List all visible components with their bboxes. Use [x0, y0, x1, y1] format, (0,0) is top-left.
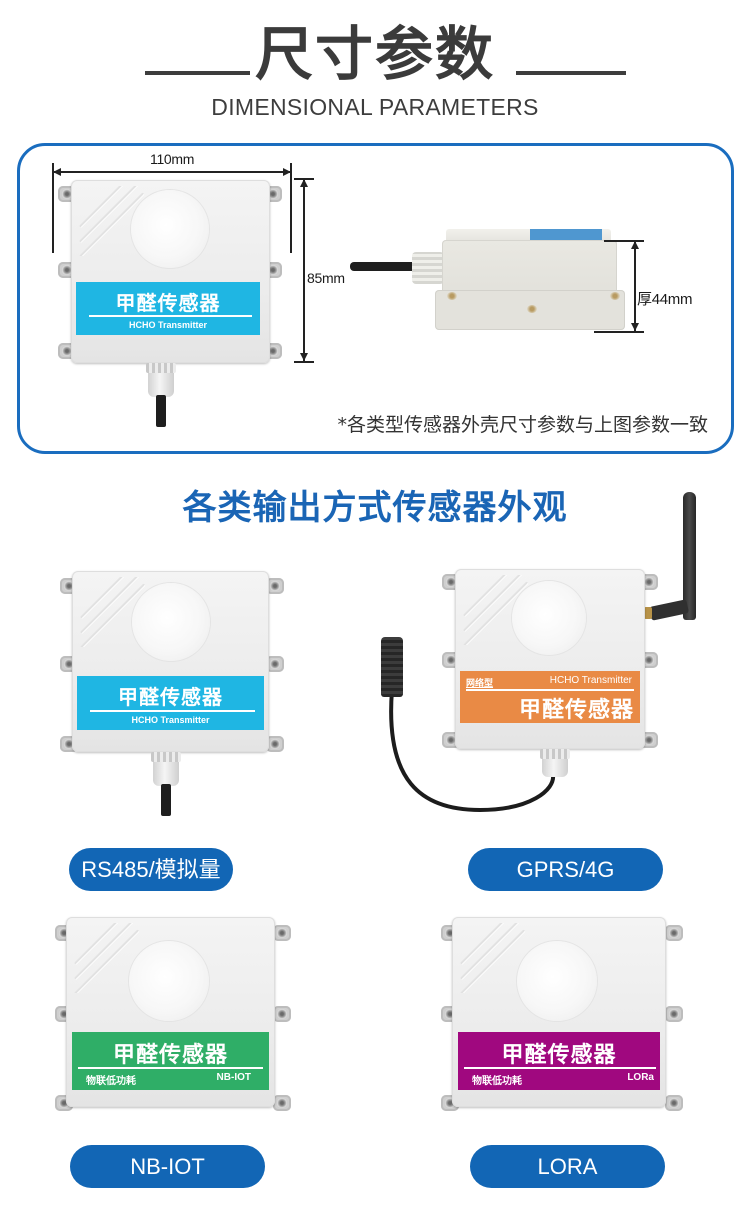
arrow-up-icon — [300, 179, 308, 187]
height-dimension-line — [303, 179, 305, 361]
thickness-dimension-label: 厚44mm — [637, 291, 693, 308]
sensor-enclosure: 甲醛传感器 HCHO Transmitter — [72, 571, 269, 752]
page-header: 尺寸参数 — [0, 14, 750, 94]
mount-screw-icon — [665, 1006, 683, 1022]
arrow-left-icon — [53, 168, 61, 176]
thickness-tick-bottom — [594, 331, 644, 333]
arrow-right-icon — [283, 168, 291, 176]
cable-gland — [540, 749, 570, 777]
sensor-enclosure: 甲醛传感器 物联低功耗 NB-IOT — [66, 917, 275, 1107]
mount-screw-icon — [273, 1095, 291, 1111]
sensor-window — [512, 581, 586, 655]
mount-screw-icon — [665, 925, 683, 941]
height-tick-bottom — [294, 361, 314, 363]
sensor-enclosure: 网络型 HCHO Transmitter 甲醛传感器 — [455, 569, 645, 749]
variant-pill-gprs[interactable]: GPRS/4G — [468, 848, 663, 891]
page-subtitle: DIMENSIONAL PARAMETERS — [211, 94, 539, 120]
arrow-down-icon — [300, 353, 308, 361]
mount-screw-icon — [665, 1095, 683, 1111]
sensor-window — [131, 190, 209, 268]
side-label-strip — [530, 229, 602, 241]
dimension-note: *各类型传感器外壳尺寸参数与上图参数一致 — [337, 414, 708, 436]
product-label: 甲醛传感器 物联低功耗 NB-IOT — [72, 1032, 269, 1090]
variant-pill-lora[interactable]: LORA — [470, 1145, 665, 1188]
sensor-window — [132, 583, 210, 661]
title-right-rule — [516, 71, 626, 75]
page-title: 尺寸参数 — [254, 20, 495, 88]
mount-screw-icon — [266, 736, 284, 752]
section-heading: 各类输出方式传感器外观 — [182, 488, 568, 528]
mount-screw-icon — [266, 578, 284, 594]
dimension-frame — [17, 143, 734, 454]
thickness-dimension-line — [634, 241, 636, 331]
dc-connector-icon — [381, 637, 403, 697]
arrow-down-icon — [631, 323, 639, 331]
cable — [156, 395, 166, 427]
cable — [161, 784, 171, 816]
cable-gland — [146, 363, 176, 397]
antenna-icon — [683, 492, 696, 620]
cable-gland — [151, 752, 181, 786]
product-label: 甲醛传感器 HCHO Transmitter — [76, 282, 260, 335]
width-extension-right — [290, 163, 292, 253]
side-cable-gland — [412, 252, 444, 284]
width-dimension-line — [53, 171, 291, 173]
sensor-window — [129, 941, 209, 1021]
mount-screw-icon — [273, 1006, 291, 1022]
mount-screw-icon — [266, 656, 284, 672]
sensor-enclosure: 甲醛传感器 HCHO Transmitter — [71, 180, 270, 363]
product-label: 甲醛传感器 物联低功耗 LORa — [458, 1032, 660, 1090]
height-tick-top — [294, 178, 314, 180]
side-body — [442, 240, 617, 296]
arrow-up-icon — [631, 241, 639, 249]
product-label: 甲醛传感器 HCHO Transmitter — [77, 676, 264, 730]
product-label: 网络型 HCHO Transmitter 甲醛传感器 — [460, 671, 640, 723]
variant-pill-rs485[interactable]: RS485/模拟量 — [69, 848, 233, 891]
width-dimension-label: 110mm — [150, 151, 195, 167]
mount-screw-icon — [273, 925, 291, 941]
sensor-enclosure: 甲醛传感器 物联低功耗 LORa — [452, 917, 666, 1107]
width-extension-left — [52, 163, 54, 253]
sensor-window — [517, 941, 597, 1021]
variant-pill-nbiot[interactable]: NB-IOT — [70, 1145, 265, 1188]
thickness-tick-top — [604, 240, 644, 242]
side-cable — [350, 262, 420, 271]
title-left-rule — [145, 71, 250, 75]
height-dimension-label: 85mm — [307, 270, 345, 286]
